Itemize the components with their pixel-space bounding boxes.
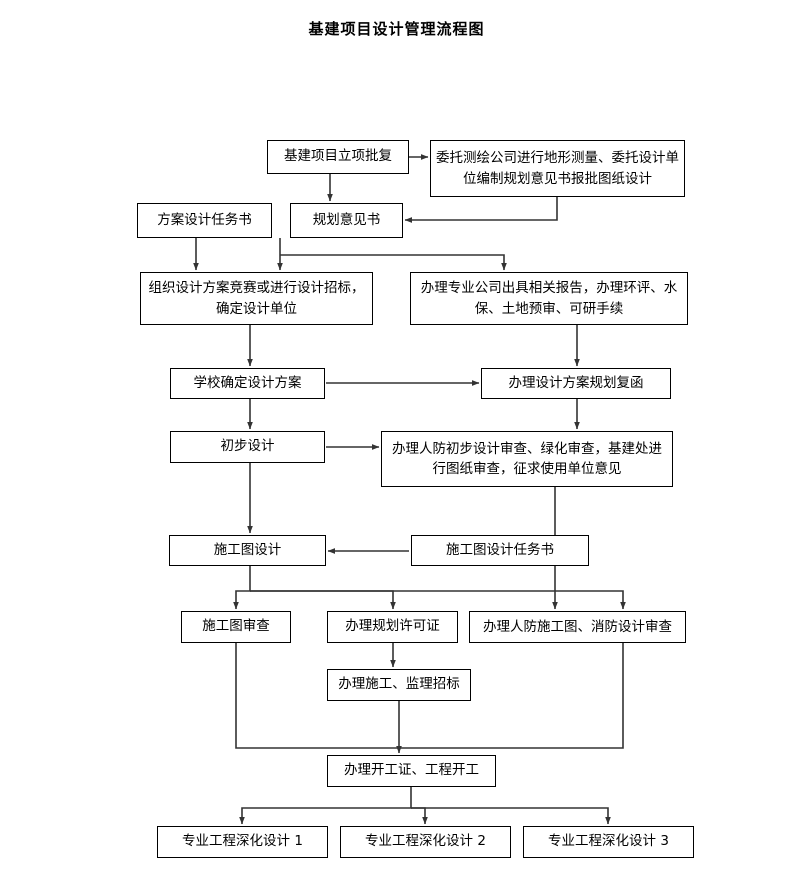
flow-node-n2[interactable]: 委托测绘公司进行地形测量、委托设计单位编制规划意见书报批图纸设计	[430, 140, 685, 197]
flow-node-n20[interactable]: 专业工程深化设计 3	[523, 826, 694, 858]
flow-node-label: 施工图设计任务书	[446, 541, 554, 558]
flow-node-label: 初步设计	[220, 438, 275, 455]
connector-n11-to-n13	[233, 566, 251, 610]
flow-node-label: 组织设计方案竞赛或进行设计招标，确定设计单位	[148, 280, 365, 317]
flow-node-n10[interactable]: 办理人防初步设计审查、绿化审查，基建处进行图纸审查，征求使用单位意见	[381, 431, 673, 487]
flow-node-n7[interactable]: 学校确定设计方案	[170, 368, 325, 399]
flow-node-n14[interactable]: 办理规划许可证	[327, 611, 458, 643]
connector-n11-to-n15	[250, 590, 626, 610]
flow-node-n13[interactable]: 施工图审查	[181, 611, 291, 643]
connector-n11-to-n14	[250, 590, 396, 610]
flow-node-label: 办理规划许可证	[345, 618, 440, 635]
flow-node-n18[interactable]: 专业工程深化设计 1	[157, 826, 328, 858]
connector-n17-to-n19	[411, 807, 428, 825]
flow-node-label: 专业工程深化设计 2	[365, 833, 486, 850]
connector-n17-to-n18	[239, 787, 412, 825]
flow-node-n6[interactable]: 办理专业公司出具相关报告，办理环评、水保、土地预审、可研手续	[410, 272, 688, 325]
connector-n13-to-n17	[235, 643, 411, 749]
flow-node-label: 方案设计任务书	[157, 211, 252, 228]
connector-n4-to-n6	[280, 254, 507, 271]
flow-node-n8[interactable]: 办理设计方案规划复函	[481, 368, 671, 399]
flow-node-label: 学校确定设计方案	[193, 374, 302, 391]
flow-node-n5[interactable]: 组织设计方案竞赛或进行设计招标，确定设计单位	[140, 272, 373, 325]
flow-node-n17[interactable]: 办理开工证、工程开工	[327, 755, 496, 787]
page-title: 基建项目设计管理流程图	[308, 20, 485, 38]
flow-node-n15[interactable]: 办理人防施工图、消防设计审查	[469, 611, 686, 643]
flow-node-n4[interactable]: 规划意见书	[290, 203, 403, 238]
flow-node-label: 规划意见书	[312, 211, 381, 228]
flow-node-n12[interactable]: 施工图设计任务书	[411, 535, 589, 566]
flow-node-label: 基建项目立项批复	[284, 148, 392, 165]
flow-node-label: 办理施工、监理招标	[338, 676, 460, 693]
flow-node-label: 办理人防施工图、消防设计审查	[483, 618, 672, 635]
connector-n2-to-n4	[404, 197, 558, 223]
flow-node-n11[interactable]: 施工图设计	[169, 535, 326, 566]
connector-n15-to-n17	[411, 643, 624, 749]
flow-node-n1[interactable]: 基建项目立项批复	[267, 140, 409, 174]
flow-node-n9[interactable]: 初步设计	[170, 431, 325, 463]
flow-node-label: 办理设计方案规划复函	[508, 374, 644, 391]
flow-node-n19[interactable]: 专业工程深化设计 2	[340, 826, 511, 858]
connector-layer	[193, 154, 626, 825]
flow-node-label: 办理专业公司出具相关报告，办理环评、水保、土地预审、可研手续	[420, 280, 678, 317]
flow-node-label: 委托测绘公司进行地形测量、委托设计单位编制规划意见书报批图纸设计	[436, 150, 679, 187]
flow-node-label: 办理人防初步设计审查、绿化审查，基建处进行图纸审查，征求使用单位意见	[392, 440, 662, 477]
flow-node-label: 施工图审查	[202, 618, 270, 635]
flow-node-n3[interactable]: 方案设计任务书	[137, 203, 272, 238]
flow-node-label: 专业工程深化设计 1	[182, 833, 303, 850]
flow-node-n16[interactable]: 办理施工、监理招标	[327, 669, 471, 701]
flow-node-label: 施工图设计	[213, 541, 282, 558]
connector-n17-to-n20	[411, 807, 611, 825]
flow-node-label: 专业工程深化设计 3	[548, 833, 669, 850]
flow-node-label: 办理开工证、工程开工	[344, 762, 479, 779]
